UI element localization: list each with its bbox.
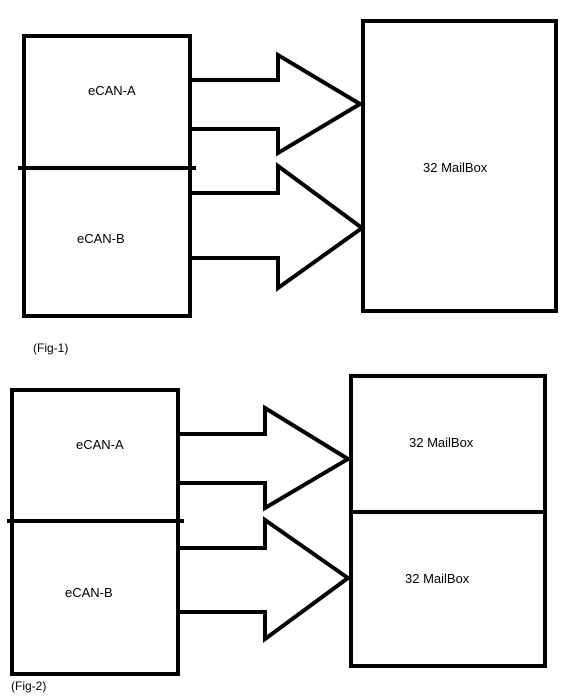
fig1-ecan-a-label: eCAN-A <box>88 83 136 98</box>
figure-2: eCAN-A eCAN-B 32 MailBox 32 MailBox (Fig… <box>7 374 547 693</box>
fig1-ecan-b-label: eCAN-B <box>77 231 125 246</box>
fig2-arrow-b <box>176 516 352 643</box>
fig2-ecan-a-block <box>10 388 180 523</box>
fig2-ecan-a-label: eCAN-A <box>76 437 124 452</box>
fig1-caption: (Fig-1) <box>33 341 68 355</box>
fig2-mailbox-bottom-label: 32 MailBox <box>405 571 470 586</box>
fig2-mailbox-bottom-block <box>349 510 547 668</box>
fig1-arrow-a <box>188 51 364 157</box>
fig1-ecan-a-block <box>22 34 192 170</box>
fig2-ecan-b-label: eCAN-B <box>65 585 113 600</box>
fig1-mailbox-label: 32 MailBox <box>423 160 488 175</box>
figure-1: eCAN-A eCAN-B 32 MailBox (Fig-1) <box>18 19 558 355</box>
fig2-mailbox-top-label: 32 MailBox <box>409 435 474 450</box>
fig1-mailbox-block <box>361 19 558 313</box>
fig2-arrow-a <box>176 404 352 512</box>
fig2-caption: (Fig-2) <box>11 679 46 693</box>
fig1-arrow-b <box>188 162 366 292</box>
